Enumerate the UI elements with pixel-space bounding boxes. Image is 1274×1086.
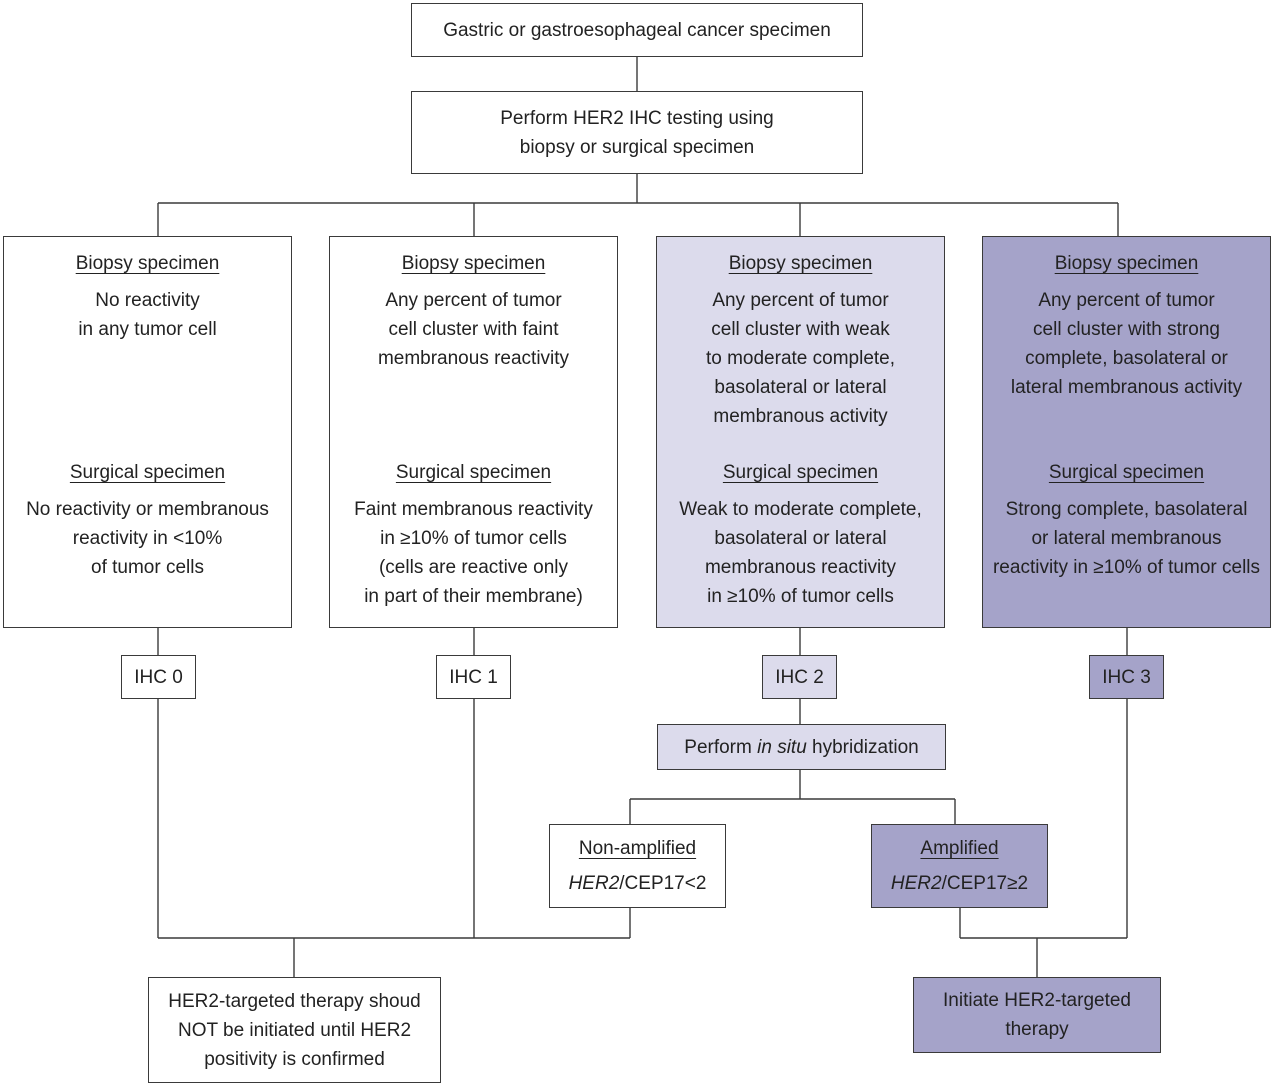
ihc1-score: IHC 1 [449, 666, 498, 688]
ish-italic: in situ [757, 736, 807, 758]
biopsy-criteria: No reactivity in any tumor cell [78, 290, 217, 340]
ratio-text: /CEP17≥2 [941, 873, 1029, 894]
non-amplified-box: Non-amplified HER2/CEP17<2 [549, 824, 726, 908]
ihc3-score: IHC 3 [1102, 666, 1151, 688]
surgical-heading: Surgical specimen [1048, 462, 1205, 483]
non-amplified-ratio-line: HER2/CEP17<2 [569, 869, 707, 898]
ihc2-score-box: IHC 2 [762, 655, 837, 699]
surgical-heading: Surgical specimen [395, 462, 552, 483]
amplified-ratio-line: HER2/CEP17≥2 [891, 869, 1028, 898]
surgical-heading: Surgical specimen [69, 462, 226, 483]
ihc0-score: IHC 0 [134, 666, 183, 688]
non-amplified-heading: Non-amplified [578, 838, 697, 859]
amplified-box: Amplified HER2/CEP17≥2 [871, 824, 1048, 908]
ihc-testing-line-1: Perform HER2 IHC testing using [500, 107, 774, 129]
ihc2-score: IHC 2 [775, 666, 824, 688]
biopsy-criteria: Any percent of tumor cell cluster with w… [705, 290, 896, 427]
criteria-box-ihc0: Biopsy specimen No reactivity in any tum… [3, 236, 292, 628]
ish-box: Perform in situ hybridization [657, 724, 946, 770]
surgical-criteria: Strong complete, basolateral or lateral … [992, 499, 1261, 578]
gene-name: HER2 [890, 873, 942, 894]
specimen-text: Gastric or gastroesophageal cancer speci… [443, 19, 831, 41]
surgical-criteria: No reactivity or membranous reactivity i… [26, 499, 269, 578]
ihc3-score-box: IHC 3 [1089, 655, 1164, 699]
biopsy-criteria: Any percent of tumor cell cluster with f… [377, 290, 570, 369]
biopsy-heading: Biopsy specimen [75, 253, 220, 274]
ish-text: Perform in situ hybridization [684, 733, 918, 762]
surgical-heading: Surgical specimen [722, 462, 879, 483]
biopsy-heading: Biopsy specimen [728, 253, 873, 274]
negative-outcome-box: HER2-targeted therapy shoud NOT be initi… [148, 977, 441, 1083]
biopsy-criteria: Any percent of tumor cell cluster with s… [1010, 290, 1243, 398]
ihc-testing-box: Perform HER2 IHC testing using biopsy or… [411, 91, 863, 174]
ihc0-score-box: IHC 0 [121, 655, 196, 699]
surgical-criteria: Faint membranous reactivity in ≥10% of t… [354, 499, 593, 607]
ish-suffix: hybridization [806, 736, 919, 758]
gene-name: HER2 [568, 873, 620, 894]
ihc-testing-line-2: biopsy or surgical specimen [519, 136, 755, 158]
ratio-text: /CEP17<2 [619, 873, 707, 894]
criteria-box-ihc3: Biopsy specimen Any percent of tumor cel… [982, 236, 1271, 628]
biopsy-heading: Biopsy specimen [401, 253, 546, 274]
negative-outcome-text: HER2-targeted therapy shoud NOT be initi… [168, 990, 421, 1070]
positive-outcome-text: Initiate HER2-targeted therapy [943, 990, 1131, 1040]
biopsy-heading: Biopsy specimen [1054, 253, 1199, 274]
ihc1-score-box: IHC 1 [436, 655, 511, 699]
criteria-box-ihc2: Biopsy specimen Any percent of tumor cel… [656, 236, 945, 628]
ish-prefix: Perform [684, 736, 758, 758]
specimen-box: Gastric or gastroesophageal cancer speci… [411, 3, 863, 57]
surgical-criteria: Weak to moderate complete, basolateral o… [679, 499, 922, 607]
positive-outcome-box: Initiate HER2-targeted therapy [913, 977, 1161, 1053]
criteria-box-ihc1: Biopsy specimen Any percent of tumor cel… [329, 236, 618, 628]
amplified-heading: Amplified [920, 838, 999, 859]
